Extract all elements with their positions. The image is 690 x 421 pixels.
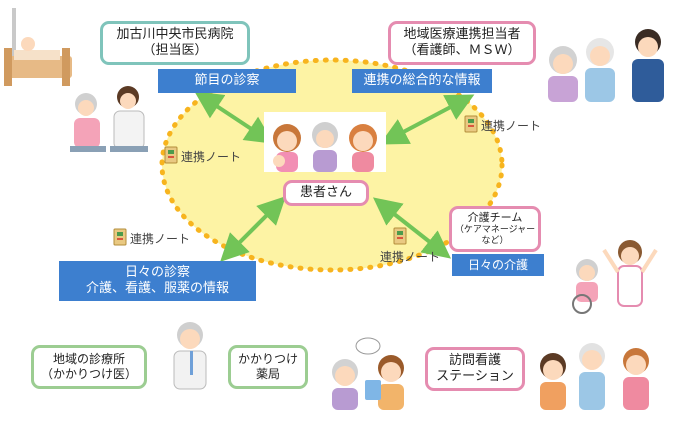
coordinator-box: 地域医療連携担当者 （看護師、ＭＳＷ） (388, 21, 536, 65)
care-team-detail-1: （ケアマネージャー (454, 224, 536, 235)
renkei-note-icon (113, 228, 127, 246)
coordinator-staff-illustration (548, 29, 664, 102)
renkei-note-label: 連携ノート (130, 232, 191, 246)
renkei-note-icon (393, 227, 407, 245)
pharmacy-box: かかりつけ 薬局 (228, 345, 308, 389)
clinic-role: （かかりつけ医） (40, 367, 138, 381)
hospital-bed-illustration (4, 8, 72, 86)
coordinator-role: （看護師、ＭＳＷ） (403, 43, 521, 58)
hospital-name: 加古川中央市民病院 (116, 26, 234, 42)
daily-care-bar: 日々の介護 (452, 254, 544, 276)
visiting-nurse-illustration (540, 343, 649, 410)
care-team-name: 介護チーム (467, 210, 523, 224)
pharmacy-line1: かかりつけ (237, 352, 299, 366)
care-team-illustration (572, 240, 658, 314)
renkei-note-label: 連携ノート (481, 119, 542, 133)
arrow-clinic-patient (220, 196, 286, 262)
pharmacy-line2: 薬局 (255, 367, 280, 381)
patient-box: 患者さん (283, 180, 369, 206)
daily-exam-title: 日々の診察 (124, 264, 190, 280)
pharmacy-customers-illustration (332, 337, 404, 410)
nursing-station-line1: 訪問看護 (448, 352, 501, 368)
coordinator-name: 地域医療連携担当者 (403, 26, 521, 42)
clinic-doctor-illustration (173, 322, 207, 390)
daily-exam-detail: 介護、看護、服薬の情報 (85, 281, 229, 296)
doctor-patient-illustration (70, 86, 148, 152)
clinic-box: 地域の診療所 （かかりつけ医） (31, 345, 147, 389)
hospital-role: （担当医） (142, 43, 208, 58)
comprehensive-info-bar: 連携の総合的な情報 (352, 69, 492, 93)
arrow-care-patient (372, 197, 452, 259)
arrow-coordinator-patient (379, 94, 475, 145)
renkei-note-label: 連携ノート (181, 150, 242, 164)
nursing-station-box: 訪問看護 ステーション (425, 347, 525, 391)
renkei-note-icon (164, 146, 178, 164)
patient-label: 患者さん (299, 184, 352, 200)
daily-exam-bar: 日々の診察 介護、看護、服薬の情報 (59, 261, 256, 301)
renkei-note-label: 連携ノート (380, 250, 441, 264)
milestone-exam-label: 節目の診察 (194, 72, 260, 88)
milestone-exam-bar: 節目の診察 (158, 69, 296, 93)
nursing-station-line2: ステーション (436, 369, 514, 384)
daily-care-label: 日々の介護 (467, 257, 528, 272)
care-team-detail-2: など） (481, 235, 509, 246)
comprehensive-info-label: 連携の総合的な情報 (363, 72, 481, 88)
patient-family-illustration (264, 112, 386, 172)
hospital-box: 加古川中央市民病院 （担当医） (100, 21, 250, 65)
clinic-name: 地域の診療所 (52, 352, 125, 366)
arrow-hospital-patient (194, 91, 274, 144)
renkei-note-icon (464, 115, 478, 133)
care-team-box: 介護チーム （ケアマネージャー など） (449, 206, 541, 252)
